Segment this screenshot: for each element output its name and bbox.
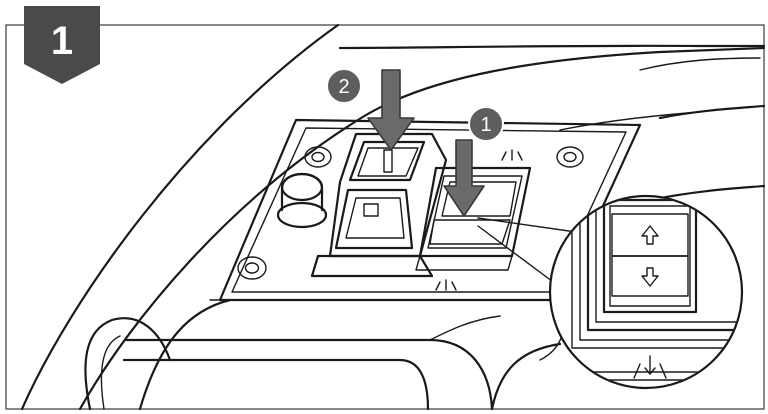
- screw-top-right: [556, 146, 584, 168]
- press-down-arrow-icon: [367, 69, 415, 151]
- press-down-arrow-icon-switch: [443, 139, 485, 217]
- power-switch: [310, 132, 448, 278]
- screw-top-left: [304, 146, 332, 168]
- mounting-screws: [237, 146, 584, 280]
- rocker-up-arrow-icon: [641, 225, 659, 245]
- rotation-direction-icon: [435, 149, 523, 291]
- step-badge: 1: [24, 6, 100, 84]
- handle-tube: [84, 315, 562, 411]
- step-badge-icon: [24, 6, 100, 84]
- step-number: 1: [51, 19, 73, 63]
- push-button-knob: [276, 172, 328, 229]
- callout-number-1: 1: [480, 114, 491, 136]
- rocker-down-arrow-icon: [641, 267, 659, 287]
- diagram-frame: [5, 24, 765, 410]
- detail-magnifier: [548, 194, 744, 390]
- direction-switch: [415, 166, 532, 271]
- callout-badge-2: 2: [326, 68, 362, 104]
- screw-bottom-left: [237, 256, 267, 280]
- rotation-arrow-large-icon: [633, 355, 667, 379]
- callout-number-2: 2: [338, 76, 349, 98]
- rocker-down-half: [611, 255, 689, 297]
- callout-badge-1: 1: [468, 106, 504, 142]
